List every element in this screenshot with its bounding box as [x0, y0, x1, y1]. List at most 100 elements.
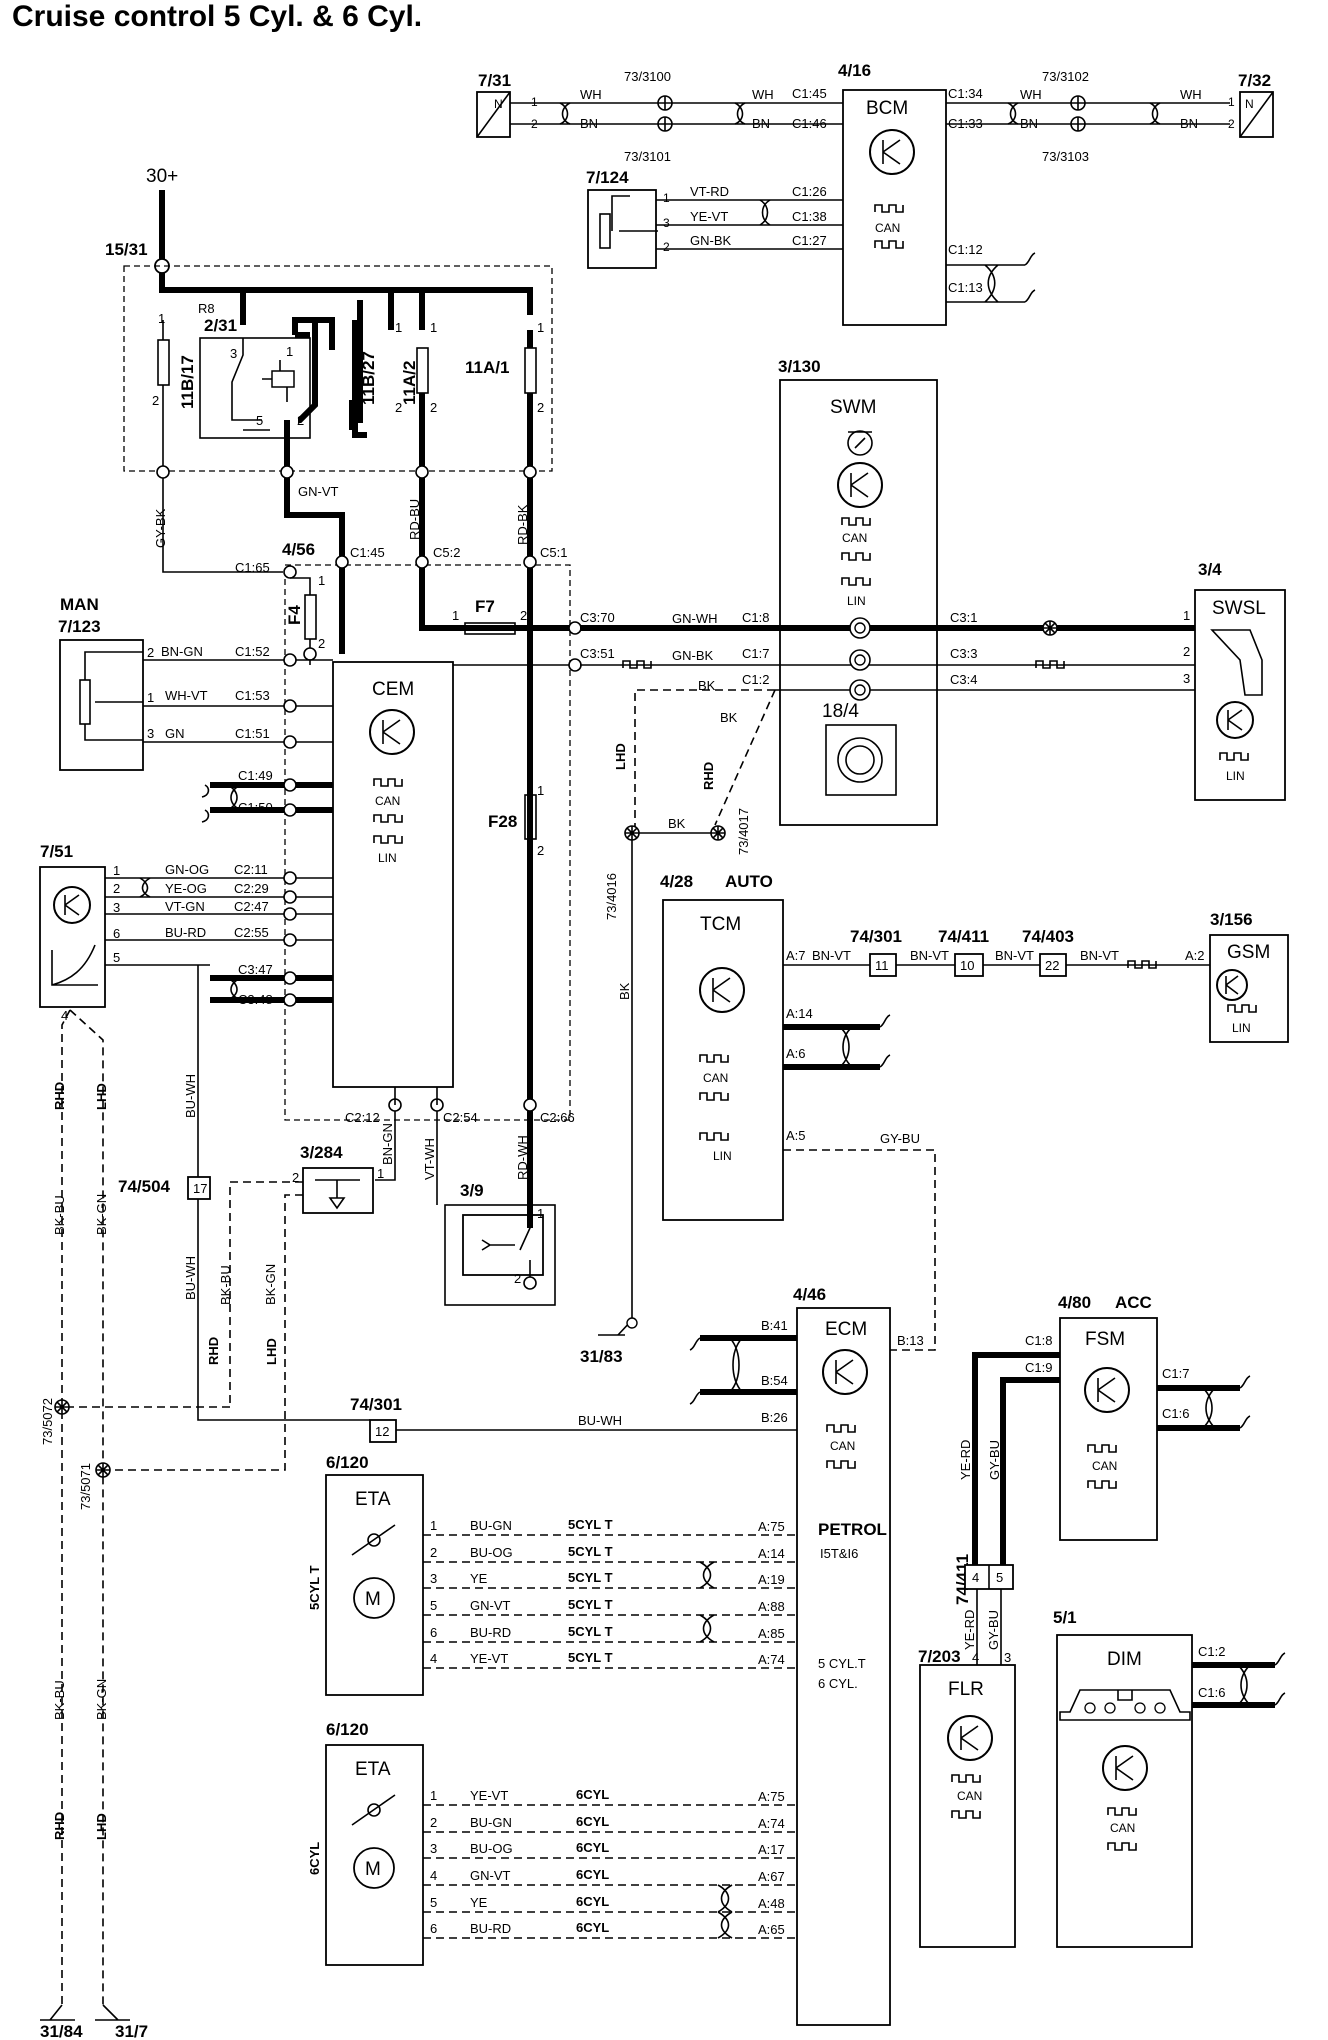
svg-text:C1:65: C1:65 — [235, 560, 270, 575]
svg-text:B:26: B:26 — [761, 1410, 788, 1425]
svg-text:WH: WH — [1020, 87, 1042, 102]
svg-text:3: 3 — [430, 1841, 437, 1856]
svg-text:RD-BU: RD-BU — [407, 499, 422, 540]
svg-text:DIM: DIM — [1107, 1649, 1142, 1670]
svg-text:CAN: CAN — [1092, 1459, 1117, 1473]
svg-text:M: M — [365, 1589, 381, 1610]
svg-text:C1:8: C1:8 — [1025, 1333, 1052, 1348]
svg-text:3/4: 3/4 — [1198, 560, 1222, 579]
svg-text:A:75: A:75 — [758, 1789, 785, 1804]
svg-text:CAN: CAN — [957, 1789, 982, 1803]
svg-text:BN-VT: BN-VT — [1080, 948, 1119, 963]
svg-text:2: 2 — [152, 393, 159, 408]
svg-text:73/3102: 73/3102 — [1042, 69, 1089, 84]
tcm-module: 4/28 AUTO TCM CAN LIN — [660, 872, 784, 1221]
svg-text:2: 2 — [1228, 117, 1235, 131]
svg-text:A:65: A:65 — [758, 1922, 785, 1937]
fuse-11a2: 11A/2 — [400, 361, 419, 405]
svg-text:17: 17 — [193, 1181, 207, 1196]
svg-text:FSM: FSM — [1085, 1329, 1125, 1350]
svg-text:AUTO: AUTO — [725, 872, 773, 891]
svg-text:73/4017: 73/4017 — [736, 808, 751, 855]
svg-text:2: 2 — [537, 843, 544, 858]
svg-text:C2:47: C2:47 — [234, 899, 269, 914]
svg-text:4: 4 — [972, 1570, 979, 1585]
svg-text:2: 2 — [514, 1271, 521, 1286]
svg-text:ECM: ECM — [825, 1319, 867, 1340]
svg-text:2: 2 — [520, 608, 527, 623]
svg-text:YE: YE — [470, 1895, 488, 1910]
component-3-9: 3/9 12 — [444, 1181, 556, 1306]
svg-text:2: 2 — [537, 400, 544, 415]
svg-text:C1:7: C1:7 — [742, 646, 769, 661]
svg-text:FLR: FLR — [948, 1679, 984, 1700]
svg-text:74/411: 74/411 — [938, 927, 989, 946]
svg-text:RHD: RHD — [701, 762, 716, 790]
svg-text:C1:27: C1:27 — [792, 233, 827, 248]
svg-text:4/46: 4/46 — [793, 1285, 826, 1304]
eta-5cyl: 6/120 ETA M 5CYL T — [307, 1453, 424, 1696]
svg-text:CAN: CAN — [1110, 1821, 1135, 1835]
svg-text:74/504: 74/504 — [118, 1177, 171, 1196]
svg-text:5CYL T: 5CYL T — [568, 1570, 613, 1585]
svg-text:4: 4 — [972, 1650, 979, 1665]
svg-text:GN-OG: GN-OG — [165, 862, 209, 877]
svg-text:RHD: RHD — [206, 1337, 221, 1365]
svg-text:BN-GN: BN-GN — [380, 1123, 395, 1165]
svg-text:5: 5 — [113, 950, 120, 965]
svg-text:B:13: B:13 — [897, 1333, 924, 1348]
svg-text:5: 5 — [256, 413, 263, 428]
svg-text:TCM: TCM — [700, 914, 741, 935]
svg-text:12: 12 — [375, 1424, 389, 1439]
svg-text:BCM: BCM — [866, 98, 908, 119]
fuse-11a1: 11A/1 — [465, 358, 509, 377]
svg-text:GY-BK: GY-BK — [153, 508, 168, 548]
eta-6cyl: 6/120 ETA M 6CYL — [307, 1720, 424, 1966]
svg-text:4: 4 — [430, 1868, 437, 1883]
svg-text:VT-GN: VT-GN — [165, 899, 205, 914]
svg-text:CAN: CAN — [703, 1071, 728, 1085]
svg-text:YE-VT: YE-VT — [470, 1788, 508, 1803]
flr-module: 7/203 FLR CAN — [918, 1647, 1016, 1948]
svg-text:ETA: ETA — [355, 1759, 391, 1780]
svg-text:1: 1 — [1183, 608, 1190, 623]
svg-text:3/9: 3/9 — [460, 1181, 484, 1200]
svg-text:RHD: RHD — [52, 1082, 67, 1110]
n-mark-7-31: N — [494, 97, 503, 111]
svg-text:6/120: 6/120 — [326, 1453, 369, 1472]
svg-text:3: 3 — [1183, 671, 1190, 686]
svg-text:C1:6: C1:6 — [1198, 1685, 1225, 1700]
svg-text:1: 1 — [1228, 95, 1235, 109]
svg-text:RD-WH: RD-WH — [515, 1135, 530, 1180]
svg-text:C1:34: C1:34 — [948, 86, 983, 101]
svg-text:73/4016: 73/4016 — [604, 873, 619, 920]
svg-text:I5T&I6: I5T&I6 — [820, 1546, 858, 1561]
svg-text:CEM: CEM — [372, 679, 414, 700]
svg-text:GN-VT: GN-VT — [298, 484, 339, 499]
svg-text:BN-VT: BN-VT — [812, 948, 851, 963]
fuse-11b27: 11B/27 — [359, 351, 378, 405]
svg-text:CAN: CAN — [875, 221, 900, 235]
fusebox-label: 15/31 — [105, 240, 148, 259]
svg-text:LHD: LHD — [94, 1083, 109, 1110]
svg-text:5: 5 — [430, 1895, 437, 1910]
svg-text:BU-RD: BU-RD — [470, 1625, 511, 1640]
svg-text:LIN: LIN — [847, 594, 866, 608]
svg-text:A:2: A:2 — [1185, 948, 1205, 963]
svg-text:C3:70: C3:70 — [580, 610, 615, 625]
svg-text:YE-VT: YE-VT — [470, 1651, 508, 1666]
svg-text:A:88: A:88 — [758, 1599, 785, 1614]
svg-text:LHD: LHD — [264, 1338, 279, 1365]
svg-text:BK-BU: BK-BU — [52, 1680, 67, 1720]
svg-text:A:74: A:74 — [758, 1816, 785, 1831]
svg-text:4: 4 — [61, 1008, 68, 1023]
svg-text:C1:50: C1:50 — [238, 800, 273, 815]
svg-text:C1:46: C1:46 — [792, 116, 827, 131]
svg-text:RD-BK: RD-BK — [515, 504, 530, 545]
svg-text:4/16: 4/16 — [838, 61, 871, 80]
svg-text:SWM: SWM — [830, 397, 876, 418]
svg-text:3: 3 — [1004, 1650, 1011, 1665]
svg-text:1: 1 — [537, 783, 544, 798]
svg-text:C3:47: C3:47 — [238, 962, 273, 977]
svg-text:74/301: 74/301 — [850, 927, 902, 946]
